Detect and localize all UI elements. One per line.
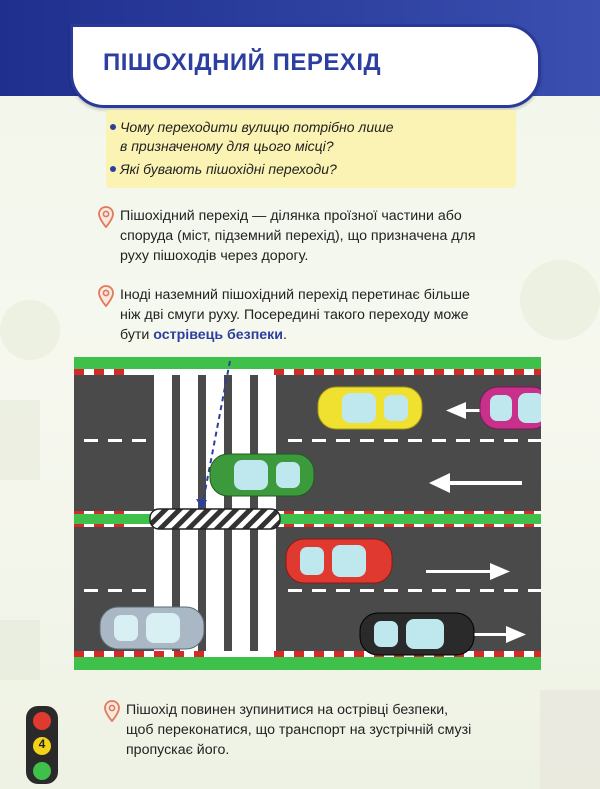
info-line: бути острівець безпеки. xyxy=(120,325,470,345)
note-paragraph: Пішохід повинен зупинитися на острівці б… xyxy=(126,700,471,760)
bullet-icon xyxy=(110,166,116,172)
pointer-arrowhead xyxy=(196,499,207,509)
black-car xyxy=(359,612,475,656)
question-line-2: в призначеному для цього місці? xyxy=(120,138,334,154)
questions-box: Чому переходити вулицю потрібно лише в п… xyxy=(106,110,516,188)
bullet-icon xyxy=(110,124,116,130)
safety-island xyxy=(149,508,281,530)
info-line-end: . xyxy=(283,327,287,343)
highlight-term: острівець безпеки xyxy=(153,327,284,343)
curb-bottom xyxy=(74,651,541,657)
yellow-car xyxy=(317,386,423,430)
info-paragraph: Іноді наземний пішохідний перехід перети… xyxy=(120,285,470,345)
title-box: ПІШОХІДНИЙ ПЕРЕХІД xyxy=(70,24,541,108)
green-car xyxy=(209,453,315,497)
road-illustration xyxy=(74,357,541,670)
arrow-right-bottom-a xyxy=(426,563,510,580)
info-line: Іноді наземний пішохідний перехід перети… xyxy=(120,287,470,303)
silver-car xyxy=(99,606,205,650)
grass-strip-bottom xyxy=(74,657,541,670)
lane-markings xyxy=(84,439,541,592)
pointer-line xyxy=(201,360,231,508)
arrow-left-middle xyxy=(429,473,522,493)
page-title: ПІШОХІДНИЙ ПЕРЕХІД xyxy=(103,49,382,76)
location-pin-icon xyxy=(98,285,114,307)
info-line-start: бути xyxy=(120,327,154,343)
question-1: Чому переходити вулицю потрібно лише xyxy=(110,118,394,137)
traffic-light-icon xyxy=(26,706,58,784)
info-line: ніж дві смуги руху. Посередині такого пе… xyxy=(120,307,469,323)
median-strip xyxy=(74,511,541,527)
location-pin-icon xyxy=(98,206,114,228)
magenta-car xyxy=(479,386,541,430)
note-line: пропускає його. xyxy=(126,742,230,758)
definition-line: споруда (міст, підземний перехід), що пр… xyxy=(120,228,476,244)
question-line-3: Які бувають пішохідні переходи? xyxy=(120,161,337,177)
question-1-cont: в призначеному для цього місці? xyxy=(120,137,334,156)
definition-paragraph: Пішохідний перехід — ділянка проїзної ча… xyxy=(120,206,476,266)
red-car xyxy=(285,538,393,584)
question-2: Які бувають пішохідні переходи? xyxy=(110,160,337,179)
curb-top xyxy=(74,369,541,375)
note-line: Пішохід повинен зупинитися на острівці б… xyxy=(126,702,449,718)
grass-strip-top xyxy=(74,357,541,369)
location-pin-icon xyxy=(104,700,120,722)
page-number: 4 xyxy=(38,737,46,751)
note-line: щоб переконатися, що транспорт на зустрі… xyxy=(126,722,472,738)
definition-line: руху пішоходів через дорогу. xyxy=(120,248,309,264)
arrow-right-bottom-b xyxy=(472,626,526,643)
question-line-1: Чому переходити вулицю потрібно лише xyxy=(120,119,394,135)
definition-line: Пішохідний перехід — ділянка проїзної ча… xyxy=(120,208,462,224)
